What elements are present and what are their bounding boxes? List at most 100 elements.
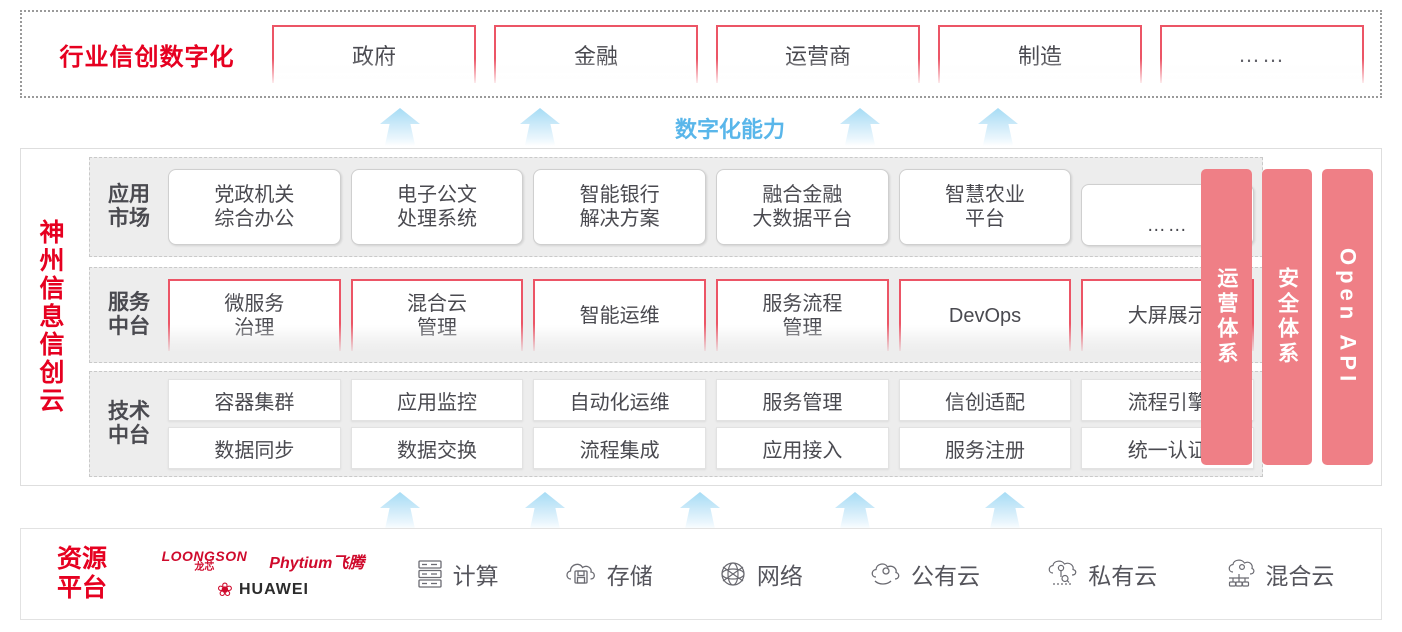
industry-card-label: 政府 — [351, 44, 396, 69]
up-arrow-icon — [520, 108, 560, 146]
tech-platform-row: 容器集群 应用监控 自动化运维 服务管理 信创适配 流程引擎 — [168, 379, 1255, 421]
top-arrow-band — [0, 104, 1402, 146]
svc-card-line1: DevOps — [948, 304, 1022, 327]
resource-item-private-cloud[interactable]: 私有云 — [1045, 557, 1157, 591]
tech-card-automated-ops[interactable]: 自动化运维 — [533, 379, 707, 421]
hybrid-cloud-icon — [1222, 559, 1256, 589]
loongson-logo-en: LOONGSON — [161, 547, 248, 564]
loongson-logo: LOONGSON 龙芯 — [162, 549, 248, 573]
phytium-logo: Phytium飞腾 — [269, 554, 365, 572]
svc-card-service-process-mgmt[interactable]: 服务流程 管理 — [716, 279, 889, 351]
app-card-smart-agriculture[interactable]: 智慧农业 平台 — [898, 169, 1072, 245]
resource-item-hybrid-cloud[interactable]: 混合云 — [1222, 557, 1334, 591]
server-icon — [416, 558, 444, 590]
app-card-line1: 融合金融 — [762, 183, 843, 206]
network-icon — [718, 559, 748, 589]
resource-item-network[interactable]: 网络 — [718, 557, 803, 591]
svc-card-line2: 管理 — [417, 317, 457, 339]
vendor-logo-row: LOONGSON 龙芯 Phytium飞腾 — [162, 549, 365, 573]
pillar-operations-system[interactable]: 运营体系 — [1201, 169, 1252, 465]
vendor-logo-group: LOONGSON 龙芯 Phytium飞腾 ❀ HUAWEI — [143, 549, 383, 600]
resource-item-label: 私有云 — [1088, 563, 1158, 589]
tech-card-data-sync[interactable]: 数据同步 — [168, 427, 341, 469]
tier-application-market: 应用 市场 党政机关 综合办公 电子公文 处理系统 — [89, 157, 1263, 257]
app-card-line1: 智能银行 — [579, 183, 660, 206]
svc-card-line1: 微服务 — [224, 292, 285, 315]
industry-card-more[interactable]: …… — [1160, 25, 1364, 83]
tier-label-tech-platform: 技术 中台 — [90, 400, 168, 448]
tier-label-application-market: 应用 市场 — [90, 183, 168, 231]
cloud-storage-icon — [564, 559, 598, 589]
svc-card-microservice-governance[interactable]: 微服务 治理 — [168, 279, 341, 351]
app-card-line2: 平台 — [965, 208, 1006, 230]
industry-card-list: 政府 金融 运营商 制造 …… — [272, 25, 1380, 83]
pillar-label: 运营体系 — [1214, 267, 1238, 367]
industry-card-telecom[interactable]: 运营商 — [716, 25, 920, 83]
tech-card-app-access[interactable]: 应用接入 — [716, 427, 889, 469]
pillar-security-system[interactable]: 安全体系 — [1261, 169, 1313, 465]
industry-card-manufacturing[interactable]: 制造 — [938, 25, 1142, 83]
resource-title-line: 资源 — [56, 545, 107, 574]
pillar-label: 安全体系 — [1275, 267, 1299, 367]
app-card-line2: 大数据平台 — [752, 208, 853, 230]
tech-card-data-exchange[interactable]: 数据交换 — [350, 427, 524, 469]
cloud-title-char: 州 — [39, 247, 65, 275]
public-cloud-icon — [868, 560, 902, 588]
resource-item-storage[interactable]: 存储 — [564, 557, 653, 591]
tech-platform-row: 数据同步 数据交换 流程集成 应用接入 服务注册 统一认证 — [168, 427, 1255, 469]
app-card-party-gov-office[interactable]: 党政机关 综合办公 — [168, 169, 341, 245]
app-card-line2: 处理系统 — [397, 208, 477, 230]
resource-title-line: 平台 — [56, 574, 107, 602]
up-arrow-icon — [985, 492, 1025, 530]
resource-item-label: 网络 — [756, 563, 803, 589]
cloud-panel-body: 应用 市场 党政机关 综合办公 电子公文 处理系统 — [83, 149, 1381, 485]
svc-card-line1: 服务流程 — [762, 292, 843, 315]
app-card-smart-bank[interactable]: 智能银行 解决方案 — [533, 169, 707, 245]
tier-service-platform: 服务 中台 微服务 治理 混合云 管理 — [89, 267, 1263, 363]
app-card-fintech-bigdata[interactable]: 融合金融 大数据平台 — [716, 169, 889, 245]
tier-label-line: 市场 — [108, 207, 150, 230]
tech-card-service-registry[interactable]: 服务注册 — [898, 427, 1072, 469]
pillar-label: Open API — [1335, 247, 1361, 387]
app-card-line2: 综合办公 — [214, 208, 295, 230]
resource-item-label: 混合云 — [1265, 563, 1335, 589]
svc-card-line2: 治理 — [234, 317, 275, 339]
tech-card-xinchuang-adaptation[interactable]: 信创适配 — [898, 379, 1072, 421]
tier-tech-platform: 技术 中台 容器集群 应用监控 自动化运维 服务管理 信创适配 流程引擎 数据同… — [89, 371, 1263, 477]
tech-card-container-cluster[interactable]: 容器集群 — [168, 379, 341, 421]
bottom-arrow-band — [0, 490, 1402, 530]
app-card-line1: …… — [1146, 214, 1189, 236]
up-arrow-icon — [680, 492, 720, 530]
cloud-title-char: 息 — [39, 303, 65, 331]
pillar-open-api[interactable]: Open API — [1322, 169, 1374, 465]
industry-card-government[interactable]: 政府 — [272, 25, 476, 83]
service-platform-card-list: 微服务 治理 混合云 管理 智能运维 — [168, 268, 1262, 362]
tech-card-app-monitoring[interactable]: 应用监控 — [350, 379, 524, 421]
tech-card-service-management[interactable]: 服务管理 — [716, 379, 889, 421]
svc-card-line1: 大屏展示 — [1127, 304, 1208, 327]
app-card-edoc-system[interactable]: 电子公文 处理系统 — [350, 169, 524, 245]
industry-card-label: …… — [1238, 42, 1286, 67]
resource-platform-title: 资源 平台 — [21, 545, 143, 603]
cloud-title-char: 云 — [39, 387, 65, 415]
industry-card-finance[interactable]: 金融 — [494, 25, 698, 83]
resource-item-compute[interactable]: 计算 — [416, 557, 499, 591]
svc-card-aiops[interactable]: 智能运维 — [533, 279, 707, 351]
tier-label-line: 中台 — [108, 424, 150, 447]
cloud-panel: 神 州 信 息 信 创 云 应用 市场 党政机关 — [20, 148, 1382, 486]
tech-platform-grid: 容器集群 应用监控 自动化运维 服务管理 信创适配 流程引擎 数据同步 数据交换… — [168, 379, 1262, 469]
resource-item-public-cloud[interactable]: 公有云 — [868, 557, 980, 591]
resource-item-label: 存储 — [606, 563, 653, 589]
svc-card-hybrid-cloud-mgmt[interactable]: 混合云 管理 — [350, 279, 524, 351]
pillar-group: 运营体系 安全体系 Open API — [1201, 169, 1374, 465]
tech-card-process-integration[interactable]: 流程集成 — [533, 427, 707, 469]
huawei-flower-icon: ❀ — [217, 579, 233, 601]
industry-card-label: 制造 — [1017, 44, 1062, 69]
industry-card-label: 金融 — [573, 44, 618, 69]
svc-card-devops[interactable]: DevOps — [898, 279, 1072, 351]
svc-card-line1: 智能运维 — [579, 304, 660, 327]
tier-label-line: 服务 — [108, 290, 150, 314]
capability-label: 数字化能力 — [674, 117, 785, 142]
cloud-title-char: 信 — [39, 275, 65, 303]
